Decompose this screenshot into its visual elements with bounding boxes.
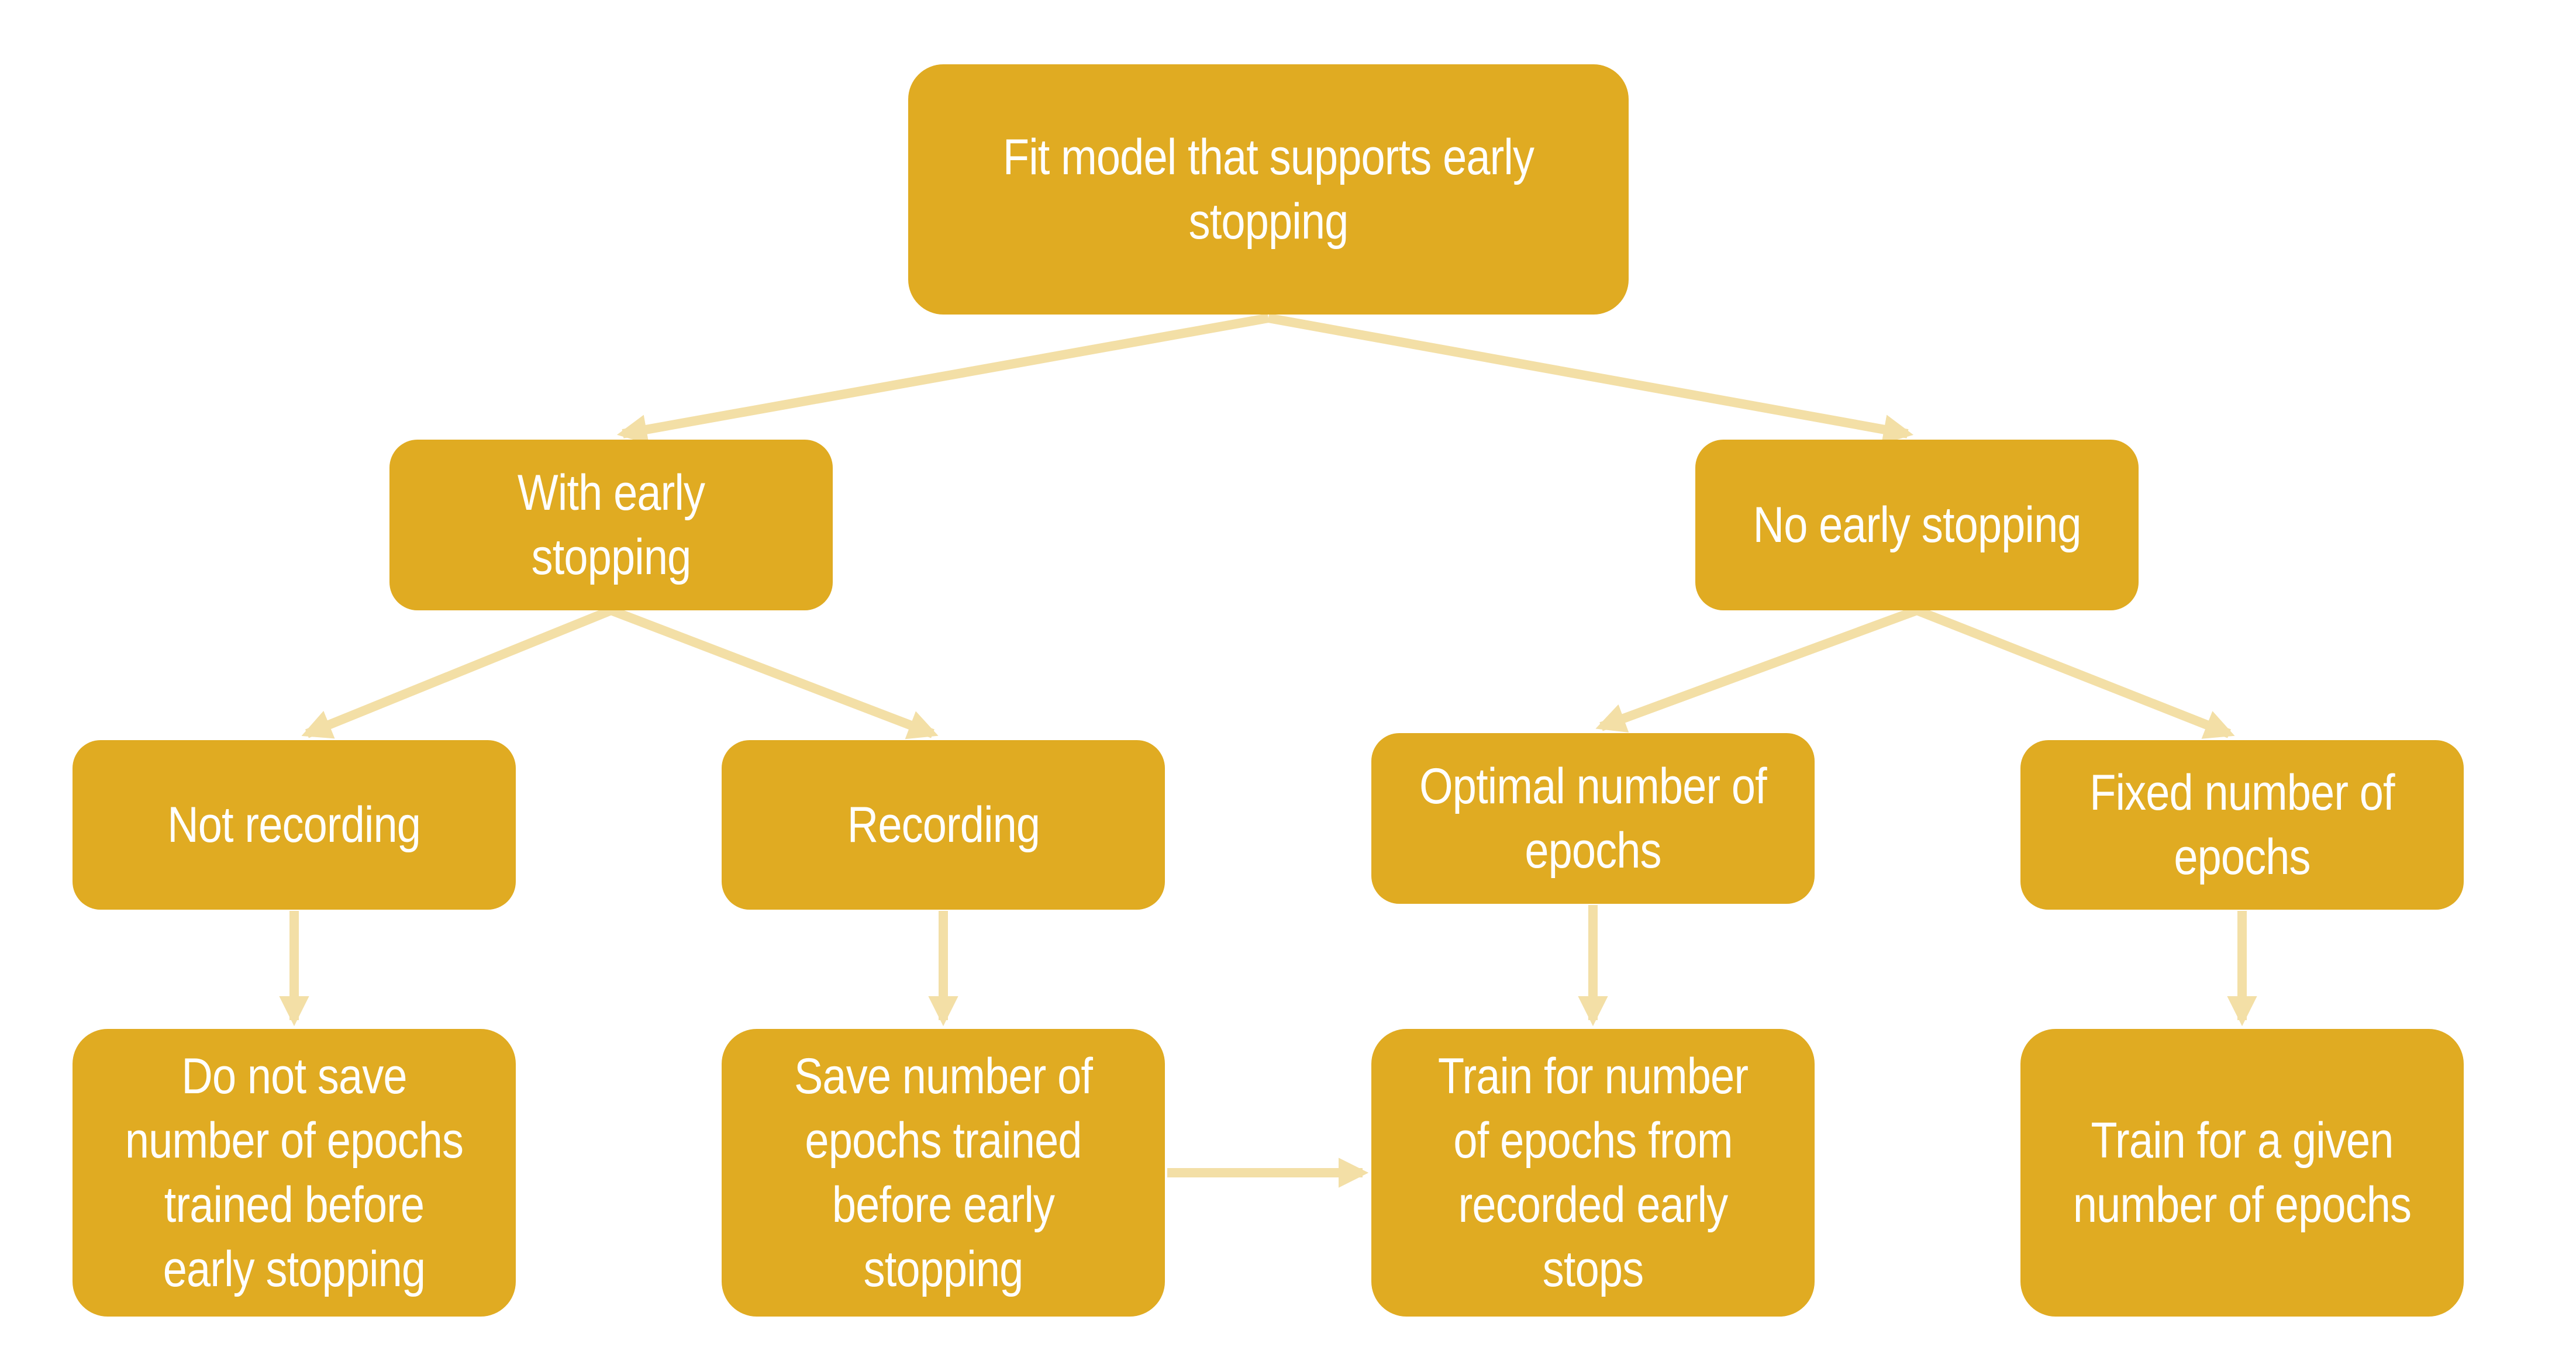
arrow-root-to-with	[616, 313, 1270, 444]
node-recording: Recording	[722, 740, 1165, 910]
arrow-no-to-fixed	[1915, 606, 2235, 739]
node-no-early-stopping: No early stopping	[1695, 440, 2139, 610]
node-train-recorded-label: Train for number of epochs from recorded…	[1437, 1048, 1749, 1297]
node-save-epochs-label: Save number of epochs trained before ear…	[794, 1048, 1093, 1297]
node-no-early-stopping-label: No early stopping	[1753, 497, 2082, 553]
node-with-early-stopping: With early stopping	[389, 440, 833, 610]
node-recording-label: Recording	[847, 797, 1040, 853]
node-do-not-save-label: Do not save number of epochs trained bef…	[125, 1048, 464, 1297]
node-fixed-epochs: Fixed number of epochs	[2020, 740, 2464, 910]
node-optimal-epochs: Optimal number of epochs	[1371, 733, 1815, 904]
node-save-epochs: Save number of epochs trained before ear…	[722, 1029, 1165, 1317]
node-root-label: Fit model that supports early stopping	[1002, 129, 1534, 250]
node-train-recorded: Train for number of epochs from recorded…	[1371, 1029, 1815, 1317]
node-not-recording-label: Not recording	[167, 797, 422, 853]
node-train-given-label: Train for a given number of epochs	[2072, 1113, 2412, 1233]
arrow-no-to-opt	[1595, 606, 1919, 733]
node-root: Fit model that supports early stopping	[908, 64, 1629, 315]
arrow-with-to-rec	[609, 606, 939, 740]
node-do-not-save: Do not save number of epochs trained bef…	[73, 1029, 516, 1317]
node-train-given: Train for a given number of epochs	[2020, 1029, 2464, 1317]
arrow-root-to-no	[1267, 313, 1914, 444]
arrow-with-to-notrec	[301, 606, 613, 739]
node-with-early-stopping-label: With early stopping	[517, 465, 705, 585]
node-not-recording: Not recording	[73, 740, 516, 910]
node-optimal-epochs-label: Optimal number of epochs	[1419, 758, 1767, 879]
node-fixed-epochs-label: Fixed number of epochs	[2089, 765, 2395, 885]
